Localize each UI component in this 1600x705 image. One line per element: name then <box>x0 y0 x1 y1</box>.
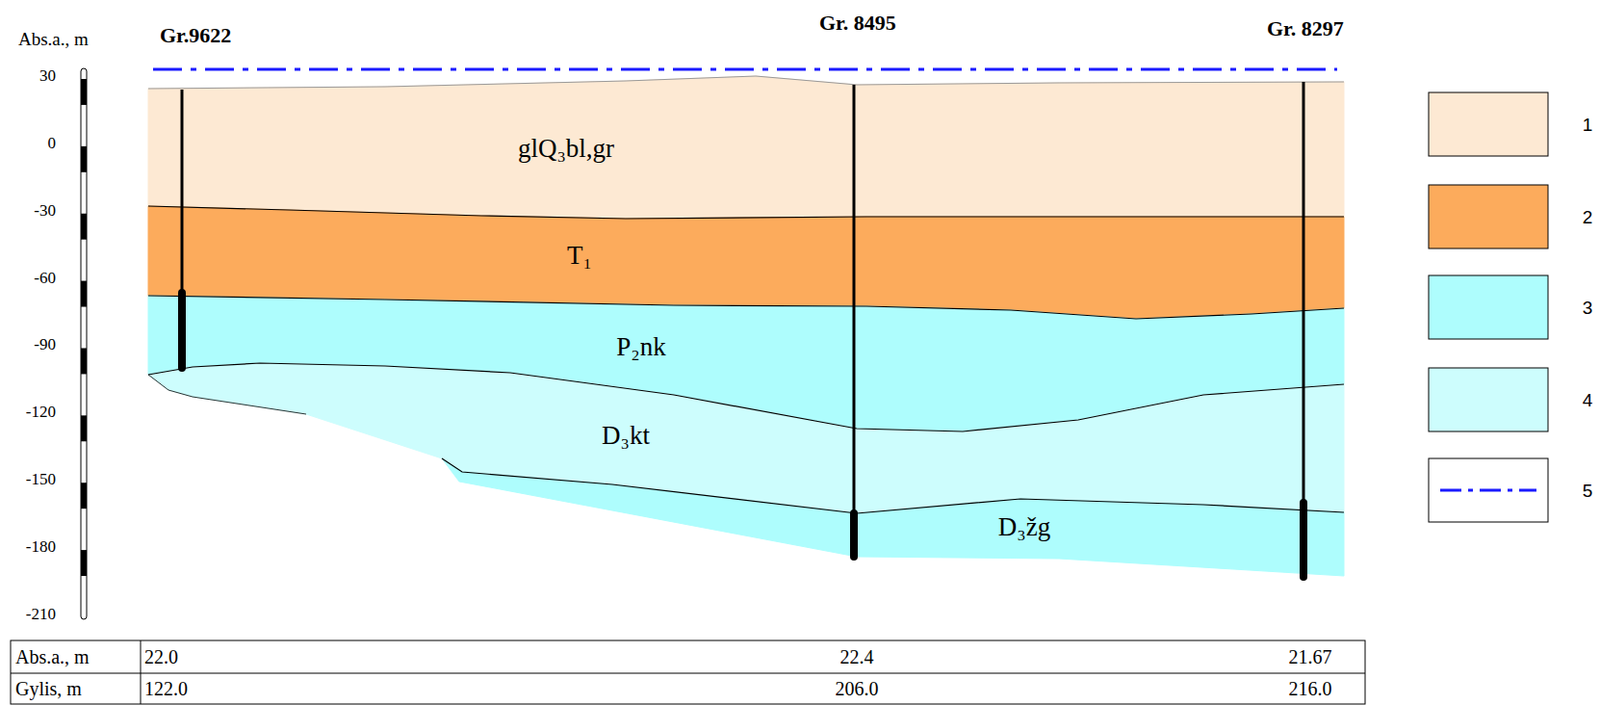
table-border <box>10 640 1366 704</box>
layer-label: P₂nk <box>616 334 666 361</box>
layer-boundary <box>148 362 1344 432</box>
scale-segment <box>80 213 87 240</box>
table-cell: 22.4 <box>840 646 875 667</box>
legend-swatch <box>1428 184 1549 249</box>
axis-tick: -60 <box>33 268 56 285</box>
table-header: Gylis, m <box>15 678 82 698</box>
legend-swatch <box>1428 458 1549 522</box>
borehole-name: Gr. 8495 <box>819 12 897 34</box>
scale-segment <box>80 78 87 105</box>
legend-line-sample <box>1440 489 1537 492</box>
scale-bar <box>80 68 87 620</box>
axis-tick: -150 <box>25 470 56 488</box>
ground-surface <box>148 76 1344 89</box>
layer-fill <box>441 458 1344 576</box>
table-cell: 122.0 <box>144 678 188 698</box>
legend-swatch <box>1428 92 1549 156</box>
legend-swatch <box>1428 275 1549 339</box>
scale-segment <box>80 146 87 173</box>
scale-segment <box>80 482 87 509</box>
layer-label: D₃kt <box>601 422 650 449</box>
table-cell: 22.0 <box>144 646 179 667</box>
legend-swatch <box>1428 367 1549 432</box>
layer-fill <box>148 295 1344 432</box>
scale-segment <box>80 281 87 308</box>
layer-label: D₃žg <box>998 514 1051 541</box>
layer-boundary <box>148 206 1344 219</box>
table-cell: 21.67 <box>1289 646 1333 667</box>
table-column-line <box>140 640 142 704</box>
legend-number: 3 <box>1582 298 1594 317</box>
borehole <box>852 84 856 557</box>
legend-number: 5 <box>1582 481 1594 500</box>
table-header: Abs.a., m <box>15 646 90 667</box>
scale-segment <box>80 549 87 576</box>
scale-segment <box>80 347 87 374</box>
layer-fill <box>148 362 1344 514</box>
legend-number: 2 <box>1582 207 1594 227</box>
layer-fill <box>148 206 1344 319</box>
axis-tick: -210 <box>25 604 56 621</box>
borehole-screen <box>1299 502 1308 577</box>
layer-boundary <box>148 295 1344 319</box>
borehole-name: Gr. 8297 <box>1266 18 1344 40</box>
layer-boundary <box>441 458 1344 514</box>
legend-number: 4 <box>1582 390 1594 410</box>
table-cell: 206.0 <box>835 678 879 698</box>
axis-tick: -30 <box>33 201 56 218</box>
table-cell: 216.0 <box>1289 678 1333 698</box>
layer-label: T₁ <box>567 242 593 269</box>
table-row-line <box>10 672 1366 674</box>
axis-tick: 0 <box>48 133 57 151</box>
axis-tick: -90 <box>33 335 56 353</box>
borehole-name: Gr.9622 <box>159 25 232 47</box>
water-level-line <box>153 68 1338 72</box>
axis-title: Abs.a., m <box>18 29 89 49</box>
borehole <box>1302 81 1306 577</box>
borehole <box>180 89 184 368</box>
borehole-screen <box>850 513 858 557</box>
axis-tick: -180 <box>25 538 56 555</box>
layer-boundary <box>148 374 307 414</box>
borehole-screen <box>178 292 186 368</box>
axis-tick: -120 <box>25 403 56 420</box>
axis-tick: 30 <box>39 67 56 84</box>
legend-number: 1 <box>1582 115 1594 134</box>
layer-label: glQ₃bl,gr <box>517 135 615 162</box>
scale-segment <box>80 414 87 441</box>
layer-fill <box>148 76 1344 219</box>
